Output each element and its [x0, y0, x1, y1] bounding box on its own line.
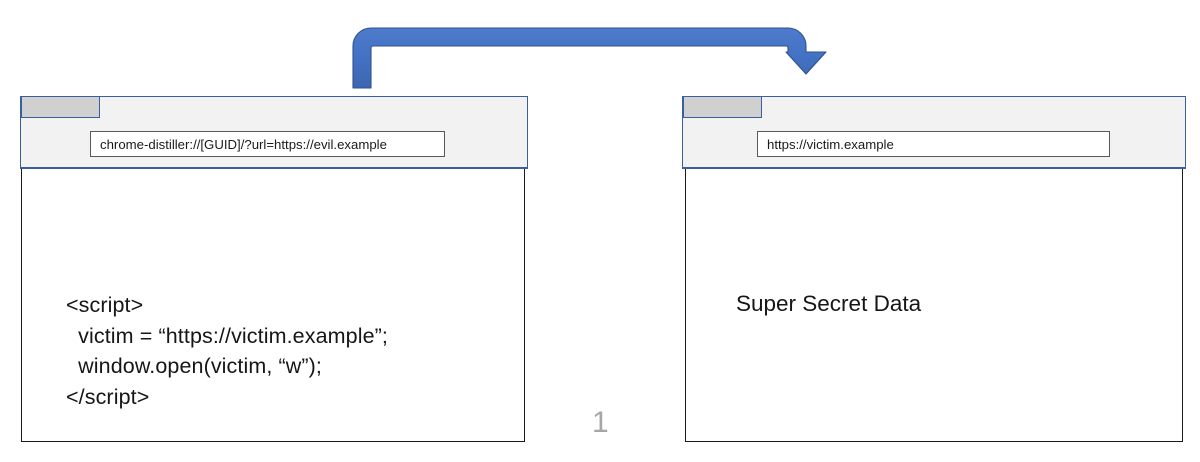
browser-window-attacker: chrome-distiller://[GUID]/?url=https://e…: [20, 96, 528, 442]
victim-secret-text: Super Secret Data: [736, 291, 922, 316]
url-input-victim[interactable]: https://victim.example: [757, 131, 1110, 157]
browser-window-victim: https://victim.example Super Secret Data: [682, 96, 1186, 442]
browser-header-attacker: chrome-distiller://[GUID]/?url=https://e…: [20, 96, 528, 169]
browser-viewport-victim: Super Secret Data: [685, 169, 1183, 442]
url-input-attacker[interactable]: chrome-distiller://[GUID]/?url=https://e…: [90, 131, 445, 157]
browser-viewport-attacker: <script> victim = “https://victim.exampl…: [21, 169, 525, 442]
attacker-script-code: <script> victim = “https://victim.exampl…: [66, 293, 388, 409]
browser-header-victim: https://victim.example: [682, 96, 1186, 169]
slide-number: 1: [592, 406, 609, 439]
browser-tab-attacker[interactable]: [21, 97, 100, 118]
browser-tab-victim[interactable]: [683, 97, 762, 118]
